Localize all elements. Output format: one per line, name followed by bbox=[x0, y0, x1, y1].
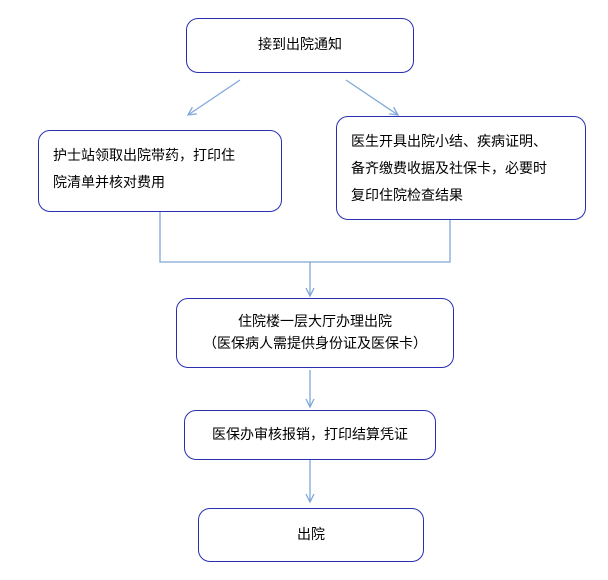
left-branch-line-1: 护士站领取出院带药，打印住 bbox=[53, 148, 235, 164]
right-branch-line-3: 复印住院检查结果 bbox=[351, 188, 463, 204]
discharge-office-line-2: （医保病人需提供身份证及医保卡） bbox=[203, 336, 427, 352]
start-node: 接到出院通知 bbox=[186, 18, 414, 73]
right-branch-line-1: 医生开具出院小结、疾病证明、 bbox=[351, 134, 547, 150]
left-branch-line-2: 院清单并核对费用 bbox=[53, 175, 165, 191]
end-node-label: 出院 bbox=[297, 526, 325, 543]
left-branch-node: 护士站领取出院带药，打印住 院清单并核对费用 bbox=[38, 130, 282, 212]
arrow-start-to-left bbox=[186, 79, 241, 116]
insurance-office-label: 医保办审核报销，打印结算凭证 bbox=[212, 426, 408, 443]
discharge-office-node: 住院楼一层大厅办理出院 （医保病人需提供身份证及医保卡） bbox=[176, 298, 454, 368]
end-node: 出院 bbox=[198, 508, 424, 562]
discharge-office-line-1: 住院楼一层大厅办理出院 bbox=[238, 314, 392, 330]
arrow-start-to-right bbox=[345, 79, 400, 116]
merge-line bbox=[159, 212, 451, 263]
insurance-office-node: 医保办审核报销，打印结算凭证 bbox=[184, 410, 436, 460]
start-node-label: 接到出院通知 bbox=[258, 37, 342, 53]
right-branch-node: 医生开具出院小结、疾病证明、 备齐缴费收据及社保卡，必要时 复印住院检查结果 bbox=[336, 116, 586, 220]
right-branch-line-2: 备齐缴费收据及社保卡，必要时 bbox=[351, 161, 547, 177]
